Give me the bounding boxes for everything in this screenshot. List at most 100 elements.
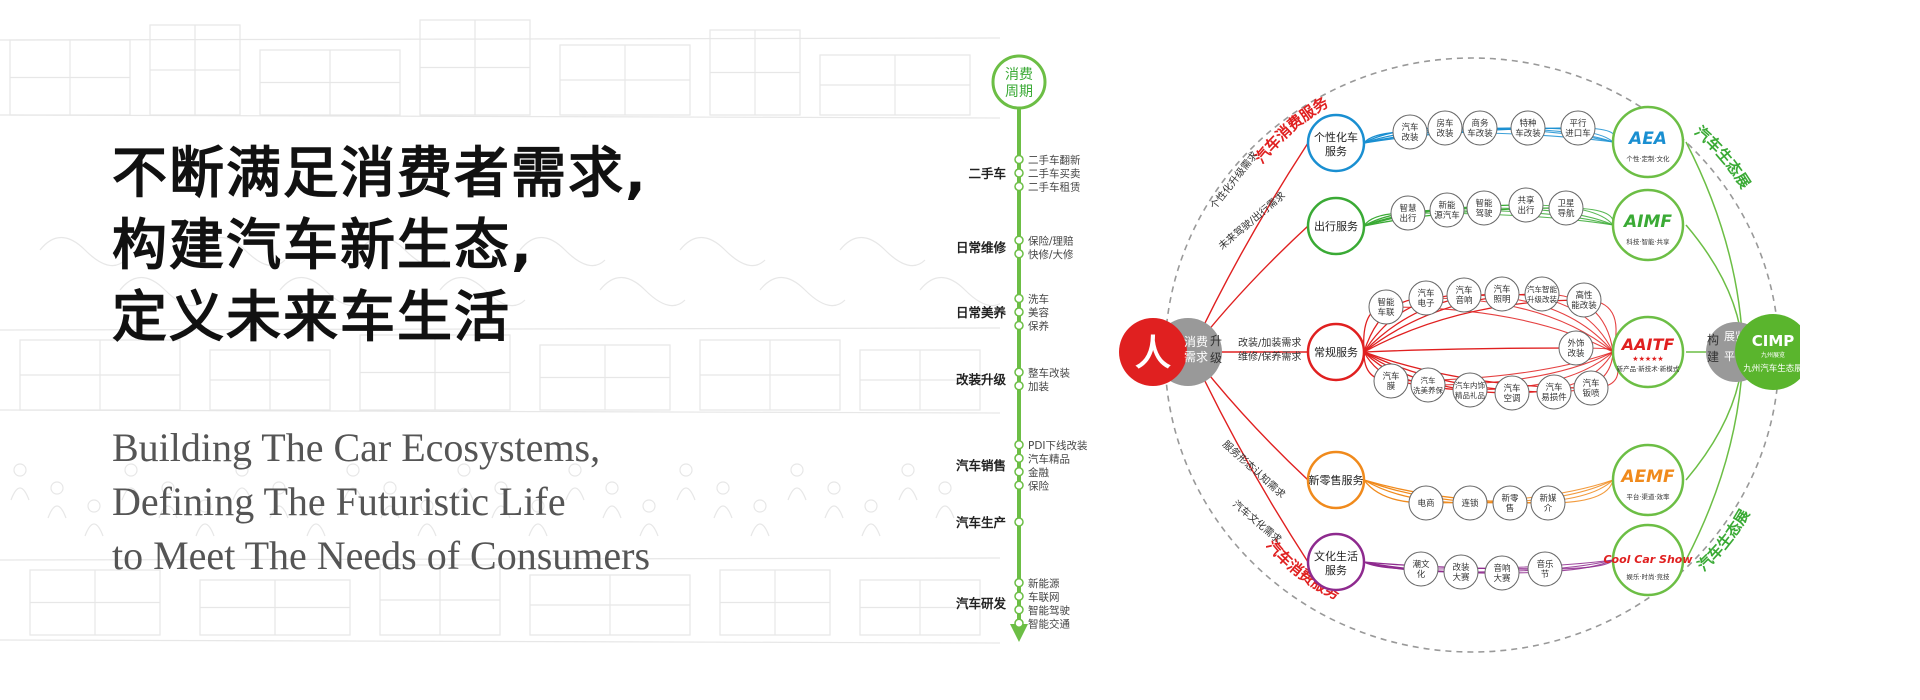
service-item-label: 改装 [1567, 348, 1585, 359]
demand-label-1: 消费 [1184, 335, 1208, 349]
sketch-person-head [716, 481, 730, 495]
service-item-label: 车联 [1377, 307, 1395, 318]
sketch-person-head [901, 463, 915, 477]
timeline-node [1014, 320, 1024, 331]
service-item-label: 商务 [1471, 118, 1489, 129]
timeline-stage-label: 日常美养 [956, 305, 1007, 320]
service-item-label: 新零 [1501, 493, 1519, 504]
sketch-person-head [235, 463, 249, 477]
exhibition-logo-text: AIMF [1622, 212, 1672, 232]
hub-name: 九州汽车生态展 [1743, 363, 1800, 374]
timeline-top-circle [991, 54, 1047, 110]
service-item-bubble [1408, 485, 1444, 521]
sketch-scribble [519, 236, 606, 267]
service-item-bubble [1390, 195, 1426, 231]
headline-en-line-3: to Meet The Needs of Consumers [112, 533, 651, 578]
arc-label-top-right-path: 汽车生态展 [1691, 122, 1754, 191]
service-item-label: 电商 [1417, 498, 1434, 509]
demand-link-label: 汽车文化需求 [1230, 497, 1284, 546]
exhibition-node [1611, 188, 1685, 262]
sketch-scribble [199, 236, 286, 267]
service-item-label: 精品礼品 [1455, 390, 1485, 400]
service-item-bubble [1527, 551, 1563, 587]
sketch-person-head [124, 463, 138, 477]
service-item-bubble [1536, 374, 1572, 410]
service-item-label: 卫星 [1557, 199, 1574, 209]
sketch-person-body [935, 505, 955, 519]
sketch-person-body [750, 523, 770, 537]
sketch-person-body [713, 505, 733, 519]
demand-label-2: 需求 [1184, 350, 1208, 364]
service-item-label: 汽车 [1455, 285, 1472, 296]
person-label: 人 [1135, 333, 1171, 374]
service-item-label: 照明 [1493, 295, 1510, 305]
timeline-stage-label: 汽车生产 [956, 515, 1006, 530]
service-node [1306, 196, 1366, 256]
service-item-bubble [1443, 554, 1479, 590]
timeline-stage-label: 二手车 [968, 166, 1006, 181]
service-item-label: 音响 [1493, 563, 1510, 574]
platform-side-1: 构 [1707, 332, 1719, 347]
sketch-person-body [47, 505, 67, 519]
exhibition-subtitle: 科技·智能·共享 [1626, 237, 1670, 246]
arc-label-top-right: 汽车生态展 [1691, 122, 1754, 191]
sketch-scribble [919, 276, 1000, 307]
service-item-label: 智能 [1377, 297, 1395, 308]
timeline-top-label-1: 消费 [1005, 67, 1033, 83]
service-item-bubble [1566, 282, 1602, 318]
sketch-person-body [639, 523, 659, 537]
sketch-band [0, 37, 1000, 41]
service-item-bubble [1524, 276, 1560, 312]
sketch-person-body [565, 487, 585, 501]
arc-label-bottom-right: 汽车生态展 [1694, 506, 1754, 575]
sketch-person-head [383, 481, 397, 495]
service-item-label: 出行 [1517, 205, 1535, 216]
timeline-stage-label: 日常维修 [956, 240, 1007, 255]
service-item-label: 驾驶 [1475, 208, 1493, 219]
timeline-stage-item: PDI下线改装 [1028, 439, 1088, 452]
service-item-bubble [1548, 190, 1584, 226]
timeline-stage-item: 二手车买卖 [1028, 167, 1081, 180]
service-item-label: 改装 [1401, 132, 1419, 143]
sketch-person-body [195, 523, 215, 537]
timeline-stage-item: 汽车精品 [1028, 452, 1070, 465]
sketch-scribble [439, 276, 526, 307]
timeline-node [1014, 367, 1024, 377]
service-item-label: 汽车 [1503, 383, 1520, 394]
headline-en-line-2: Defining The Futuristic Life [112, 479, 566, 524]
sketch-person-head [605, 481, 619, 495]
timeline-stage-item: 车联网 [1028, 590, 1060, 603]
timeline-stage-label: 改装升级 [956, 372, 1007, 387]
service-item-bubble [1392, 114, 1428, 150]
service-item-label: 膜 [1387, 381, 1396, 392]
service-item-label: 电子 [1417, 298, 1435, 309]
consumption-cycle-timeline: 消费周期二手车二手车翻新二手车买卖二手车租赁日常维修保险/理赔快修/大修日常美养… [956, 54, 1088, 642]
person-to-service-link [1190, 142, 1309, 353]
timeline-node [1014, 307, 1024, 317]
timeline-stage-item: 二手车租赁 [1028, 181, 1081, 194]
service-label-1: 文化生活 [1314, 549, 1358, 563]
sketch-person-body [84, 523, 104, 537]
timeline-top-label-2: 周期 [1005, 84, 1033, 100]
sketch-scribble [359, 236, 446, 267]
service-item-label: 售 [1506, 503, 1515, 514]
exhibition-subtitle: 个性·定制·文化 [1626, 154, 1670, 163]
service-item-label: 改装 [1452, 562, 1470, 573]
headline-cn-line-3: 定义未来车生活 [112, 285, 512, 349]
service-item-bubble [1558, 330, 1594, 366]
headline-en-line-1: Building The Car Ecosystems, [112, 425, 601, 470]
timeline-node [1014, 605, 1024, 615]
sketch-person-body [306, 523, 326, 537]
service-item-bubble [1508, 187, 1544, 223]
arc-label-bottom-right-path: 汽车生态展 [1694, 506, 1754, 575]
service-item-bubble [1403, 551, 1439, 587]
service-node [1306, 322, 1366, 382]
timeline-stage-item: 智能驾驶 [1028, 604, 1070, 617]
timeline-node [1014, 381, 1024, 391]
service-label: 新零售服务 [1309, 473, 1364, 487]
exhibition-logo-text: AEA [1627, 129, 1667, 149]
service-item-label: 潮文 [1412, 559, 1430, 570]
sketch-person-body [528, 523, 548, 537]
service-item-label: 进口车 [1565, 128, 1591, 139]
service-item-label: 特种 [1519, 118, 1536, 129]
